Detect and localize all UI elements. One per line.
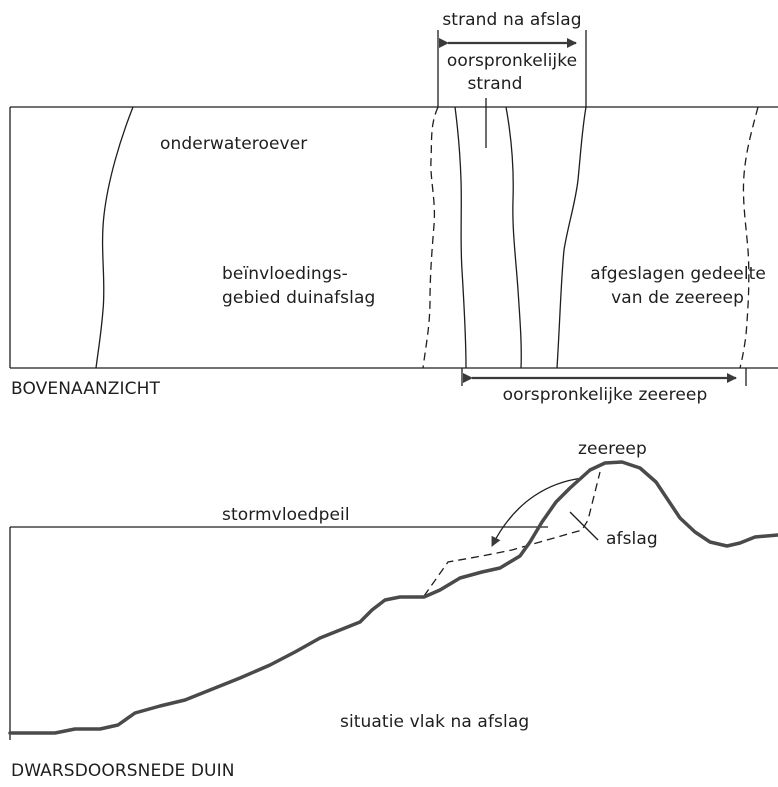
top-view-panel [9,30,778,386]
beinvloedingsgebied-label-line1: beïnvloedings- [222,264,348,284]
strand-na-afslag-dashed-line [422,106,439,369]
dune-profile-after-erosion [8,460,778,735]
afslag-pointer-line [569,511,599,541]
onderwateroever-boundary-line [95,106,134,369]
oorspronkelijke-zeereep-front-line [556,106,587,369]
cross-section-panel [8,460,778,740]
afslag-label: afslag [606,529,658,549]
onderwateroever-label: onderwateroever [160,134,308,154]
erosion-movement-arrow [491,477,584,547]
zeereep-landward-dashed-line [739,106,759,369]
oorspronkelijk-strand-label-line1: oorspronkelijke [446,51,578,71]
afgeslagen-gedeelte-label-line1: afgeslagen gedeelte [590,264,766,284]
afgeslagen-gedeelte-label-line2: van de zeereep [611,288,744,308]
original-dune-profile-dashed [423,471,601,597]
bovenaanzicht-title: BOVENAANZICHT [11,379,160,399]
oorspronkelijk-strand-line-1 [454,106,467,369]
strand-na-afslag-label: strand na afslag [442,10,582,30]
oorspronkelijk-strand-line-2 [505,106,522,369]
oorspronkelijke-zeereep-label: oorspronkelijke zeereep [502,385,708,405]
zeereep-label: zeereep [578,439,647,459]
dwarsdoorsnede-duin-title: DWARSDOORSNEDE DUIN [11,761,235,781]
situatie-vlak-na-afslag-label: situatie vlak na afslag [340,712,530,732]
beinvloedingsgebied-label-line2: gebied duinafslag [222,288,376,308]
oorspronkelijk-strand-label-line2: strand [467,74,523,94]
stormvloedpeil-label: stormvloedpeil [222,505,350,525]
